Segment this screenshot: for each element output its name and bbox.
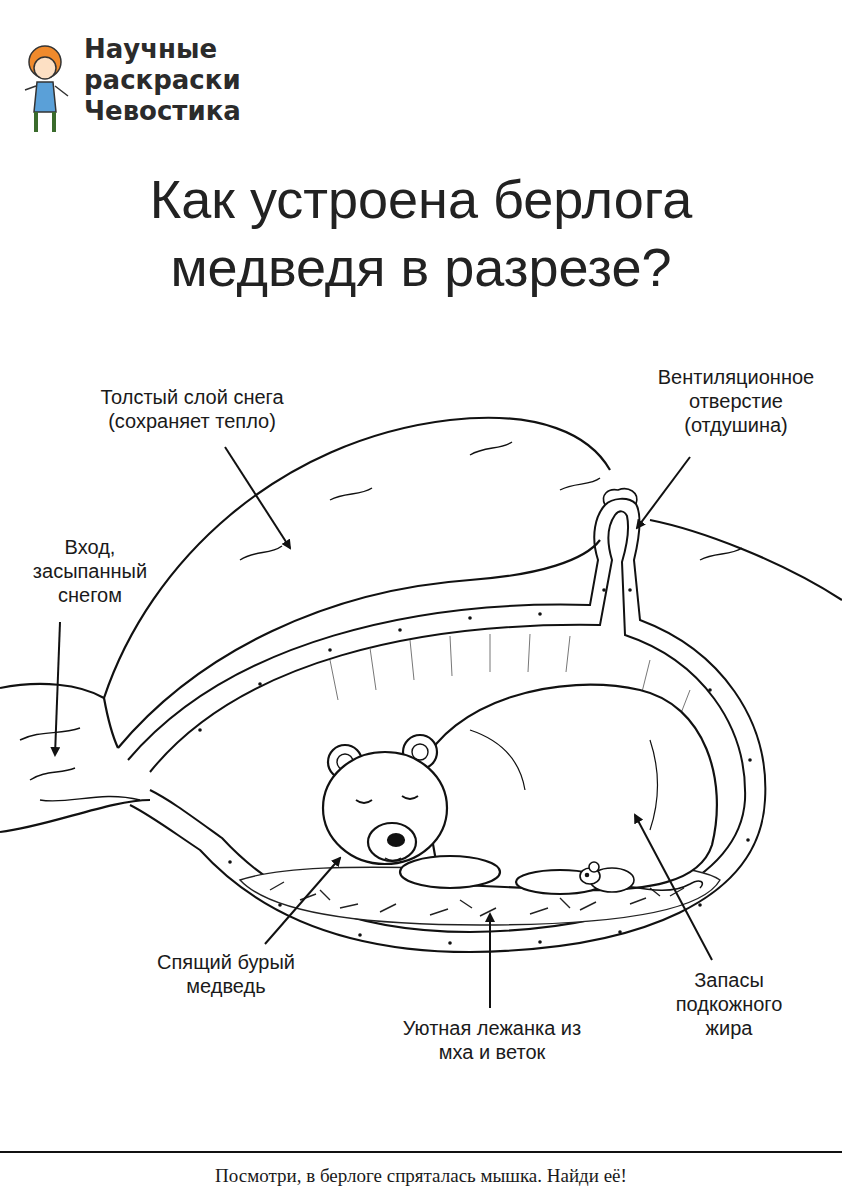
illustration-part (637, 457, 690, 528)
callout-label: Толстый слой снега (сохраняет тепло) (82, 385, 302, 433)
illustration-part (34, 82, 56, 112)
bear (323, 685, 717, 894)
illustration-part (385, 858, 401, 861)
illustration-part (628, 588, 632, 592)
title: Как устроена берлога медведя в разрезе? (101, 165, 741, 301)
callout-label: Вход, засыпанный снегом (12, 535, 168, 607)
illustration-part (708, 688, 712, 692)
illustration-part (448, 941, 452, 945)
illustration-part (368, 823, 416, 861)
illustration-part (198, 728, 202, 732)
illustration-part (0, 800, 150, 832)
illustration-part (650, 520, 842, 600)
illustration-part (128, 499, 765, 952)
illustration-part (589, 862, 599, 872)
illustration-part (468, 616, 472, 620)
illustration-part (323, 752, 447, 864)
illustration-part (398, 628, 402, 632)
logo-boy (25, 46, 68, 132)
illustration-part (626, 881, 702, 890)
illustration-part (55, 622, 60, 755)
illustration-part (603, 489, 636, 505)
illustration-part (748, 758, 752, 762)
illustration-part (470, 730, 658, 830)
callout-label: Спящий бурый медведь (140, 950, 312, 998)
illustration-part (34, 57, 56, 79)
illustration-part (358, 933, 362, 937)
illustration-part (0, 418, 610, 698)
illustration-part (388, 834, 404, 846)
logo-text: Научные раскраски Чевостика (84, 34, 264, 127)
illustration-part (258, 682, 262, 686)
caption: Посмотри, в берлоге спряталась мышка. На… (20, 1164, 822, 1188)
illustration-part (698, 903, 702, 907)
illustration-part (20, 728, 140, 801)
illustration-part (104, 698, 118, 748)
illustration-part (240, 442, 742, 560)
illustration-part (265, 858, 340, 944)
illustration-part (150, 511, 745, 932)
illustration-part (538, 612, 542, 616)
illustration-part (618, 930, 622, 934)
leader-arrows (55, 447, 712, 1008)
illustration-part (198, 588, 752, 945)
illustration-part (228, 860, 232, 864)
illustration-part (25, 86, 68, 96)
illustration-part (328, 648, 332, 652)
illustration-part (356, 796, 418, 803)
illustration-part (225, 447, 290, 548)
illustration-part (538, 940, 542, 944)
illustration-part (586, 874, 589, 877)
illustration-part (29, 46, 61, 78)
illustration-part (489, 914, 491, 1008)
illustration-part (602, 588, 606, 592)
illustration-part (635, 815, 712, 960)
illustration-part (36, 112, 54, 132)
illustration-part (746, 838, 750, 842)
caption-rule (0, 1151, 842, 1153)
mouse (580, 862, 702, 892)
callout-label: Запасы подкожного жира (656, 968, 802, 1040)
callout-label: Вентиляционное отверстие (отдушина) (650, 365, 822, 437)
callout-label: Уютная лежанка из мха и веток (390, 1016, 594, 1064)
illustration-part (400, 856, 500, 888)
